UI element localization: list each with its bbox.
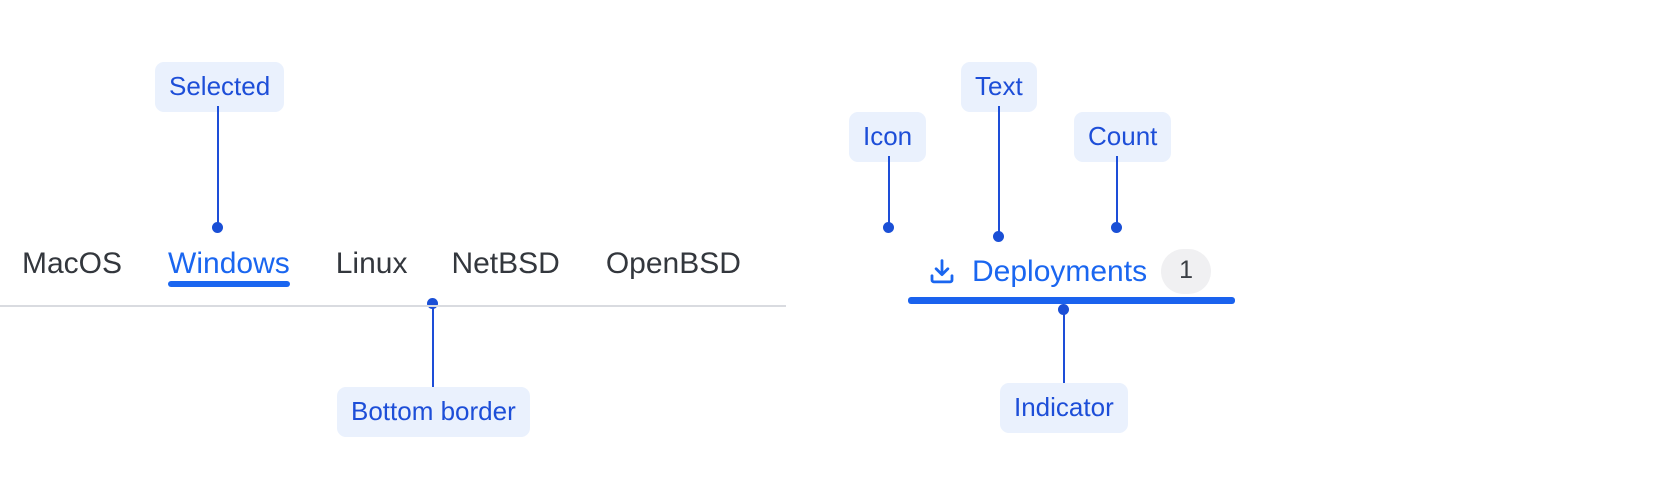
tab-deployments[interactable]: Deployments 1 (908, 245, 1236, 304)
annotation-label-indicator: Indicator (1000, 383, 1128, 433)
tab-windows-label: Windows (168, 247, 290, 280)
annotation-label-icon: Icon (849, 112, 927, 162)
annotation-dot-selected (212, 222, 223, 233)
tab-openbsd-label: OpenBSD (605, 247, 741, 280)
tab-linux[interactable]: Linux (336, 245, 408, 279)
annotation-connector-count (1116, 156, 1118, 228)
tab-netbsd-label: NetBSD (451, 247, 560, 280)
annotation-label-selected: Selected (155, 62, 285, 112)
tab-windows[interactable]: Windows (168, 245, 290, 287)
annotation-connector-bottom-border (432, 303, 434, 387)
annotation-connector-icon (888, 156, 890, 228)
annotation-dot-text (993, 231, 1004, 242)
annotation-connector-text (998, 106, 1000, 237)
deployments-label: Deployments (972, 254, 1148, 288)
tab-windows-underline-indicator (168, 281, 290, 287)
tab-openbsd[interactable]: OpenBSD (606, 245, 741, 279)
annotation-label-text: Text (961, 62, 1037, 112)
tabstrip-bottom-border: MacOS Windows Linux NetBSD OpenBSD (0, 245, 786, 307)
annotation-connector-selected (217, 106, 219, 228)
annotation-connector-indicator (1063, 309, 1065, 383)
annotation-label-bottom-border: Bottom border (337, 387, 530, 437)
annotation-dot-count (1111, 222, 1122, 233)
tab-netbsd[interactable]: NetBSD (451, 245, 559, 279)
tabstrip-operating-systems: MacOS Windows Linux NetBSD OpenBSD (0, 245, 786, 307)
annotation-dot-icon (883, 222, 894, 233)
annotation-label-count: Count (1074, 112, 1172, 162)
tabstrip-deployments: Deployments 1 (908, 245, 1236, 307)
tab-macos[interactable]: MacOS (22, 245, 122, 279)
deployments-count: 1 (1161, 249, 1212, 294)
deployments-indicator (908, 297, 1236, 304)
tab-macos-label: MacOS (22, 247, 123, 280)
download-icon (930, 258, 954, 283)
tab-linux-label: Linux (335, 247, 408, 280)
